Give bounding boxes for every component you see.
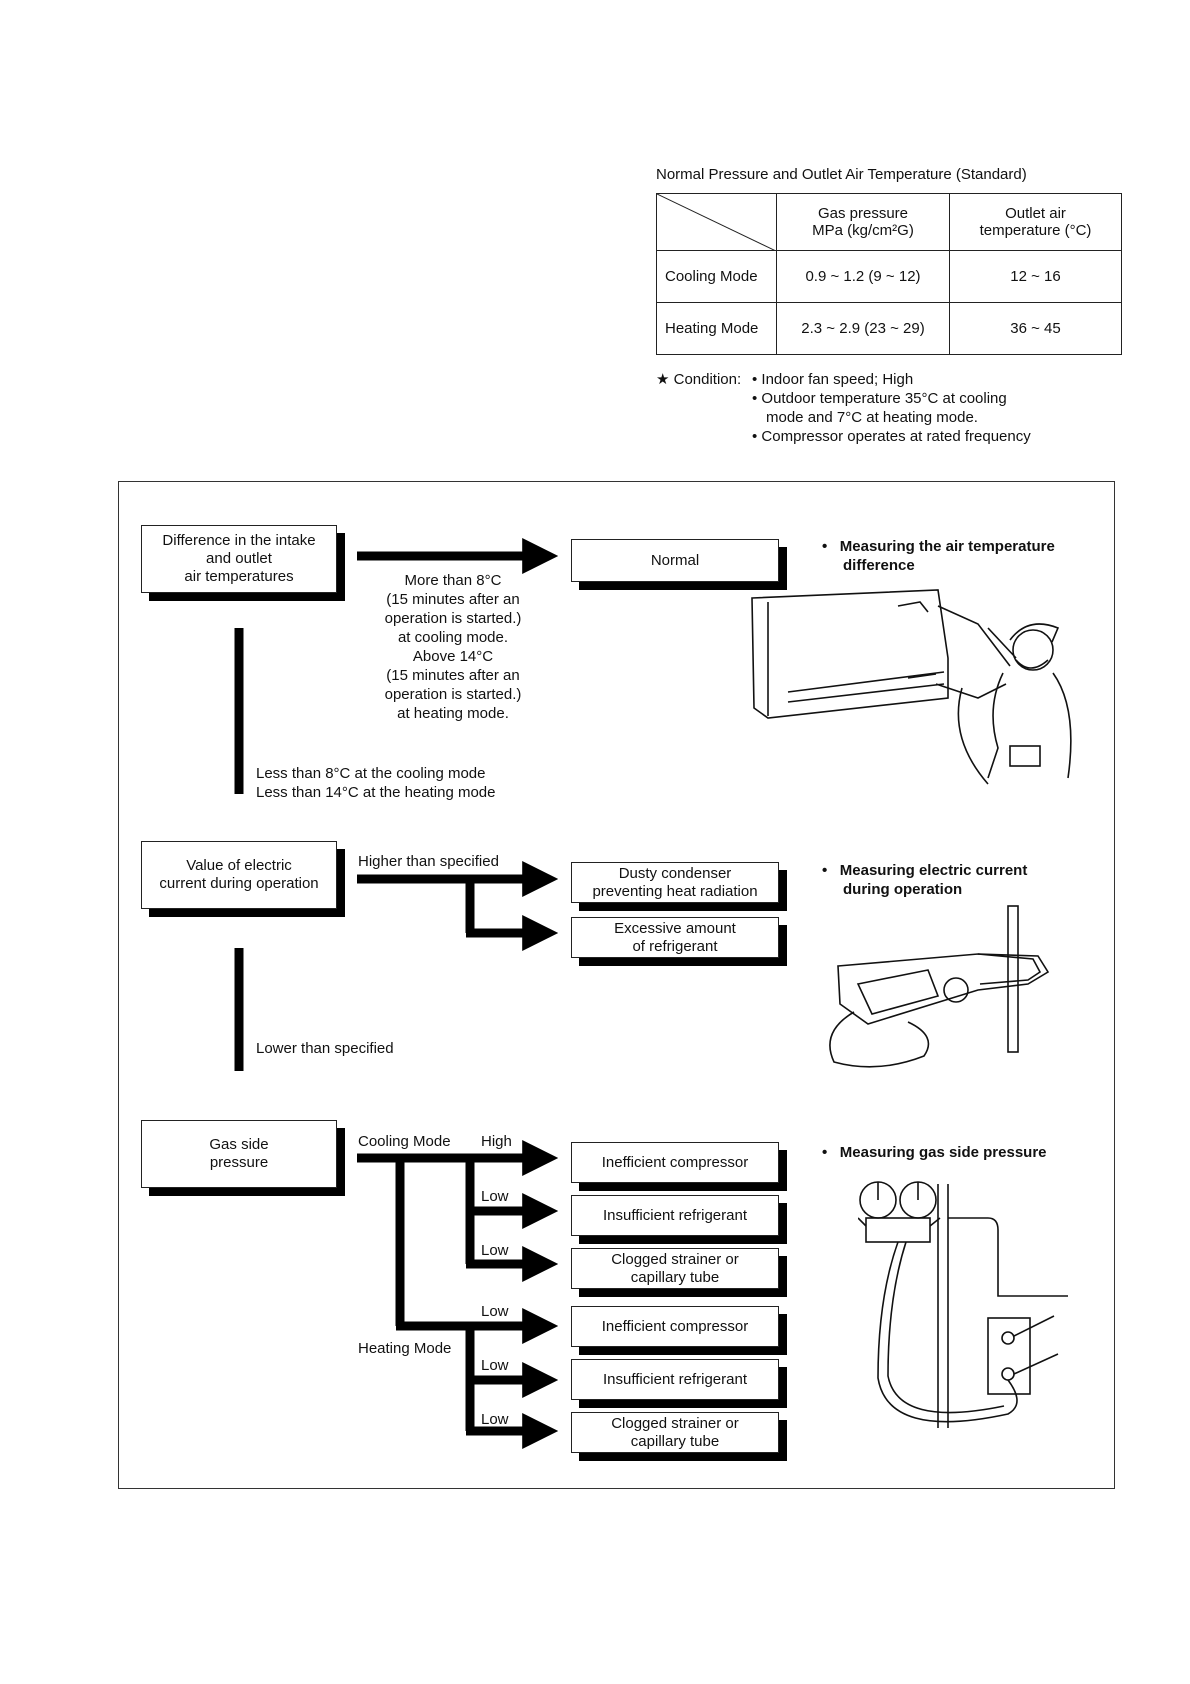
result-clogged-strainer-heating: Clogged strainer or capillary tube [571, 1412, 779, 1453]
spec-table: Gas pressure MPa (kg/cm²G) Outlet air te… [656, 193, 1122, 355]
label-low: Low [481, 1411, 509, 1428]
label-high: High [481, 1133, 512, 1150]
condition-item: • Compressor operates at rated frequency [752, 428, 1031, 445]
row-outlet: 12 ~ 16 [949, 250, 1122, 303]
row-mode: Heating Mode [656, 302, 777, 355]
label-lower-than-specified: Lower than specified [256, 1040, 394, 1057]
air-conditioner-technician-illustration [751, 589, 1072, 785]
diagonal-line [657, 194, 776, 251]
header-outlet-line2: temperature (°C) [979, 222, 1092, 239]
label-low: Low [481, 1357, 509, 1374]
table-corner-cell [656, 193, 777, 251]
label-heating-mode: Heating Mode [358, 1340, 452, 1357]
condition-label: ★ Condition: [656, 371, 742, 388]
spec-table-title: Normal Pressure and Outlet Air Temperatu… [656, 166, 1027, 183]
table-row: Heating Mode 2.3 ~ 2.9 (23 ~ 29) 36 ~ 45 [656, 302, 1122, 355]
condition-item: • Indoor fan speed; High [752, 371, 914, 388]
result-inefficient-compressor-heating: Inefficient compressor [571, 1306, 779, 1347]
table-row: Cooling Mode 0.9 ~ 1.2 (9 ~ 12) 12 ~ 16 [656, 250, 1122, 303]
result-insufficient-refrigerant-heating: Insufficient refrigerant [571, 1359, 779, 1400]
result-inefficient-compressor-cooling: Inefficient compressor [571, 1142, 779, 1183]
label-low: Low [481, 1188, 509, 1205]
header-gas-line2: MPa (kg/cm²G) [812, 222, 914, 239]
box-electric-current: Value of electric current during operati… [141, 841, 337, 909]
condition-item: • Outdoor temperature 35°C at cooling [752, 390, 1007, 407]
box-temperature-difference: Difference in the intake and outlet air … [141, 525, 337, 593]
flowchart-frame [118, 481, 1115, 1489]
gauge-manifold-illustration [858, 1181, 1068, 1428]
label-cooling-mode: Cooling Mode [358, 1133, 451, 1150]
condition-list: • Indoor fan speed; High • Outdoor tempe… [752, 370, 1031, 446]
label-low: Low [481, 1303, 509, 1320]
result-normal: Normal [571, 539, 779, 582]
label-low: Low [481, 1242, 509, 1259]
clamp-meter-illustration [829, 905, 1050, 1068]
row-outlet: 36 ~ 45 [949, 302, 1122, 355]
result-dusty-condenser: Dusty condenser preventing heat radiatio… [571, 862, 779, 903]
header-outlet-line1: Outlet air [1005, 205, 1066, 222]
label-higher-than-specified: Higher than specified [358, 853, 499, 870]
measure-current-heading: • Measuring electric current during oper… [822, 862, 1028, 898]
box-gas-side-pressure: Gas side pressure [141, 1120, 337, 1188]
label-temp-below: Less than 8°C at the cooling mode Less t… [256, 765, 496, 801]
header-gas-line1: Gas pressure [817, 205, 909, 222]
result-excessive-refrigerant: Excessive amount of refrigerant [571, 917, 779, 958]
result-clogged-strainer-cooling: Clogged strainer or capillary tube [571, 1248, 779, 1289]
measure-gas-pressure-heading: • Measuring gas side pressure [822, 1144, 1047, 1161]
result-insufficient-refrigerant-cooling: Insufficient refrigerant [571, 1195, 779, 1236]
header-gas-pressure: Gas pressure MPa (kg/cm²G) [776, 193, 950, 251]
header-outlet-temp: Outlet air temperature (°C) [949, 193, 1122, 251]
condition-item-cont: mode and 7°C at heating mode. [766, 409, 978, 426]
measure-air-temp-heading: • Measuring the air temperature differen… [822, 538, 1055, 574]
label-temp-above: More than 8°C (15 minutes after an opera… [384, 572, 522, 722]
